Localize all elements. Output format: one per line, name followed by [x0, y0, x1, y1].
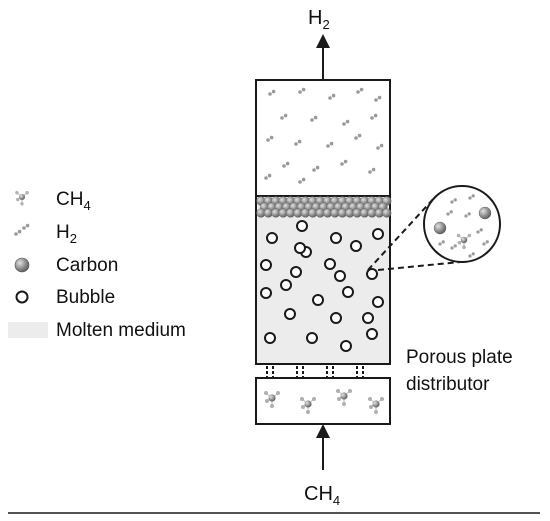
- porous-plate-distributor: [256, 363, 390, 379]
- bubble: [290, 266, 302, 278]
- h2-molecule: [328, 93, 336, 100]
- carbon-particle: [382, 208, 392, 218]
- freeboard-zone: [255, 79, 391, 197]
- zoom-inset: [367, 185, 501, 271]
- carbon-layer: [256, 196, 392, 218]
- reactor-vessel: [255, 79, 392, 425]
- h2-molecule: [374, 95, 382, 102]
- legend-item-ch4: CH4: [15, 189, 91, 213]
- legend-label-medium: Molten medium: [56, 320, 186, 341]
- h2-molecule: [298, 87, 306, 94]
- h2-molecule: [280, 113, 288, 120]
- h2-molecule: [342, 119, 350, 126]
- inlet-label: CH4: [304, 483, 340, 508]
- molten-medium-swatch: [8, 322, 48, 338]
- h2-molecule: [268, 89, 276, 96]
- carbon-particle: [478, 206, 492, 220]
- bubble: [312, 294, 324, 306]
- h2-molecules-freeboard: [264, 87, 384, 184]
- h2-molecule: [468, 252, 475, 258]
- h2-molecule: [266, 135, 274, 142]
- ch4-molecule: [456, 233, 472, 249]
- bubble: [306, 332, 318, 344]
- outlet-label: H2: [308, 7, 330, 32]
- h2-molecule: [310, 115, 318, 122]
- h2-molecule: [294, 139, 302, 146]
- bubble: [366, 328, 378, 340]
- h2-molecule: [298, 177, 306, 184]
- bubble: [342, 286, 354, 298]
- bubble: [372, 228, 384, 240]
- bubble: [350, 240, 362, 252]
- bubble: [330, 232, 342, 244]
- bubble: [340, 340, 352, 352]
- legend-label-ch4: CH4: [56, 189, 91, 213]
- bubble: [294, 242, 306, 254]
- h2-molecule: [464, 212, 471, 218]
- h2-molecule: [368, 167, 376, 174]
- ch4-molecule: [368, 397, 384, 414]
- outlet-arrow: [316, 34, 330, 80]
- h2-molecule: [22, 223, 30, 230]
- ch4-molecule: [336, 389, 352, 406]
- bubble: [362, 312, 374, 324]
- bubble: [260, 287, 272, 299]
- bubble: [280, 279, 292, 291]
- legend: CH4 H2 Carbon Bubble Molten medium: [8, 189, 186, 341]
- h2-molecule: [356, 87, 364, 94]
- ch4-molecule: [15, 191, 29, 206]
- ch4-molecule: [264, 391, 280, 408]
- zoom-contents: [433, 194, 492, 258]
- bubble: [284, 308, 296, 320]
- bubble: [264, 332, 276, 344]
- bubble: [324, 258, 336, 270]
- bubble: [296, 220, 308, 232]
- distributor-label: Porous plate distributor: [406, 347, 518, 395]
- bubbles-group: [260, 220, 384, 352]
- legend-item-h2: H2: [14, 222, 77, 246]
- h2-molecule: [450, 244, 457, 250]
- h2-molecule: [446, 210, 453, 216]
- h2-molecule: [376, 143, 384, 150]
- carbon-particle-icon: [14, 257, 30, 273]
- h2-molecule: [482, 240, 489, 246]
- legend-item-bubble: Bubble: [15, 287, 115, 308]
- legend-label-bubble: Bubble: [56, 287, 115, 308]
- h2-molecule: [370, 113, 378, 120]
- h2-molecule: [450, 198, 457, 204]
- bubble: [266, 232, 278, 244]
- h2-molecule: [468, 194, 475, 200]
- ch4-molecules-plenum: [264, 389, 384, 414]
- plenum-zone: [255, 377, 391, 425]
- inlet-arrow: [316, 424, 330, 470]
- h2-molecule: [282, 161, 290, 168]
- bubble-icon: [15, 290, 29, 304]
- hydrogen-molecule-icon: [14, 223, 30, 236]
- bubble: [260, 259, 272, 271]
- h2-molecule: [354, 133, 362, 140]
- h2-molecule: [326, 141, 334, 148]
- legend-item-carbon: Carbon: [14, 255, 118, 276]
- plate-holes: [266, 366, 364, 377]
- ch4-molecule: [300, 397, 316, 414]
- h2-molecule: [340, 159, 348, 166]
- bubble: [330, 312, 342, 324]
- legend-item-medium: Molten medium: [8, 320, 186, 341]
- h2-molecule: [14, 229, 22, 236]
- carbon-particle: [433, 221, 447, 235]
- h2-molecule: [264, 173, 272, 180]
- bubble: [372, 296, 384, 308]
- h2-molecule: [438, 240, 445, 246]
- h2-molecule: [312, 165, 320, 172]
- legend-label-carbon: Carbon: [56, 255, 118, 276]
- methane-molecule-icon: [15, 191, 29, 206]
- bubble: [334, 270, 346, 282]
- bubble: [366, 268, 378, 280]
- h2-molecule: [476, 228, 483, 234]
- legend-label-h2: H2: [56, 222, 77, 246]
